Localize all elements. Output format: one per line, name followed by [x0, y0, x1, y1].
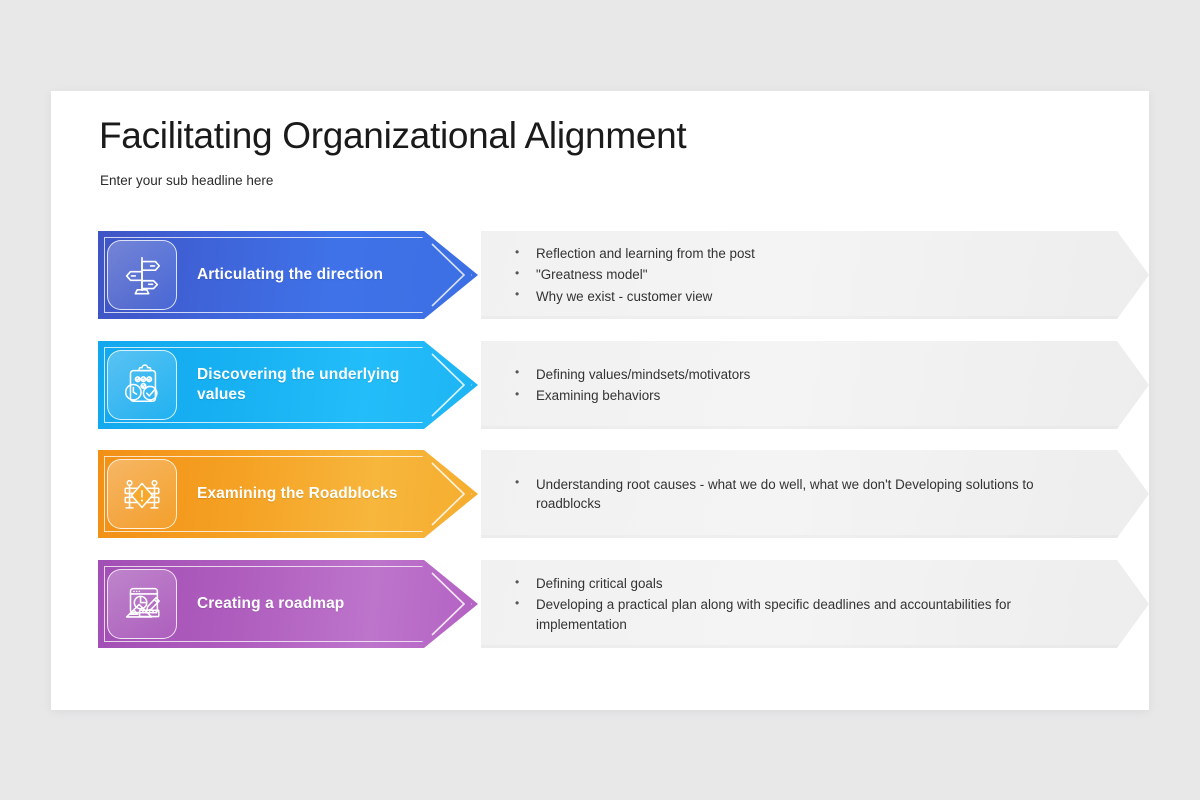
arrow-tip-chevron	[424, 457, 470, 531]
process-row-2: Discovering the underlying values Defini…	[98, 341, 1100, 429]
roadblock-warning-icon	[119, 471, 165, 517]
stage-label-4: Creating a roadmap	[197, 594, 345, 612]
list-item: Understanding root causes - what we do w…	[509, 474, 1099, 513]
list-item: Reflection and learning from the post	[509, 244, 1099, 263]
page-title: Facilitating Organizational Alignment	[99, 115, 687, 156]
clipboard-checklist-clock-icon	[119, 362, 165, 408]
bullet-list-2: Defining values/mindsets/motivators Exam…	[509, 341, 1099, 429]
bullet-list-3: Understanding root causes - what we do w…	[509, 450, 1099, 538]
stage-arrow-4[interactable]: Creating a roadmap	[98, 560, 478, 648]
stage-icon-tile-2	[107, 350, 177, 420]
bullet-list-1: Reflection and learning from the post "G…	[509, 231, 1099, 319]
arrow-tip-chevron	[424, 567, 470, 641]
process-row-3: Examining the Roadblocks Understanding r…	[98, 450, 1100, 538]
process-row-4: Creating a roadmap Defining critical goa…	[98, 560, 1100, 648]
signpost-icon	[119, 252, 165, 298]
list-item: Defining critical goals	[509, 574, 1099, 593]
list-item: Developing a practical plan along with s…	[509, 595, 1099, 633]
arrow-tip-chevron	[424, 238, 470, 312]
list-item: Defining values/mindsets/motivators	[509, 364, 1099, 384]
stage-label-2: Discovering the underlying values	[197, 365, 400, 403]
stage-label-3: Examining the Roadblocks	[197, 484, 398, 502]
arrow-tip-chevron	[424, 348, 470, 422]
content-panel-2	[481, 341, 1149, 429]
list-item: Examining behaviors	[509, 385, 1099, 405]
stage-label-1: Articulating the direction	[197, 265, 384, 283]
list-item: "Greatness model"	[509, 265, 1099, 284]
stage-icon-tile-1	[107, 240, 177, 310]
page-subtitle: Enter your sub headline here	[100, 173, 274, 188]
list-item: Why we exist - customer view	[509, 286, 1099, 306]
stage-icon-tile-4	[107, 569, 177, 639]
stage-arrow-2[interactable]: Discovering the underlying values	[98, 341, 478, 429]
stage-arrow-3[interactable]: Examining the Roadblocks	[98, 450, 478, 538]
stage-arrow-1[interactable]: Articulating the direction	[98, 231, 478, 319]
drafting-tools-icon	[119, 581, 165, 627]
slide-card: Facilitating Organizational Alignment En…	[51, 91, 1149, 710]
process-row-1: Articulating the direction Reflection an…	[98, 231, 1100, 319]
bullet-list-4: Defining critical goals Developing a pra…	[509, 560, 1099, 648]
stage-icon-tile-3	[107, 459, 177, 529]
